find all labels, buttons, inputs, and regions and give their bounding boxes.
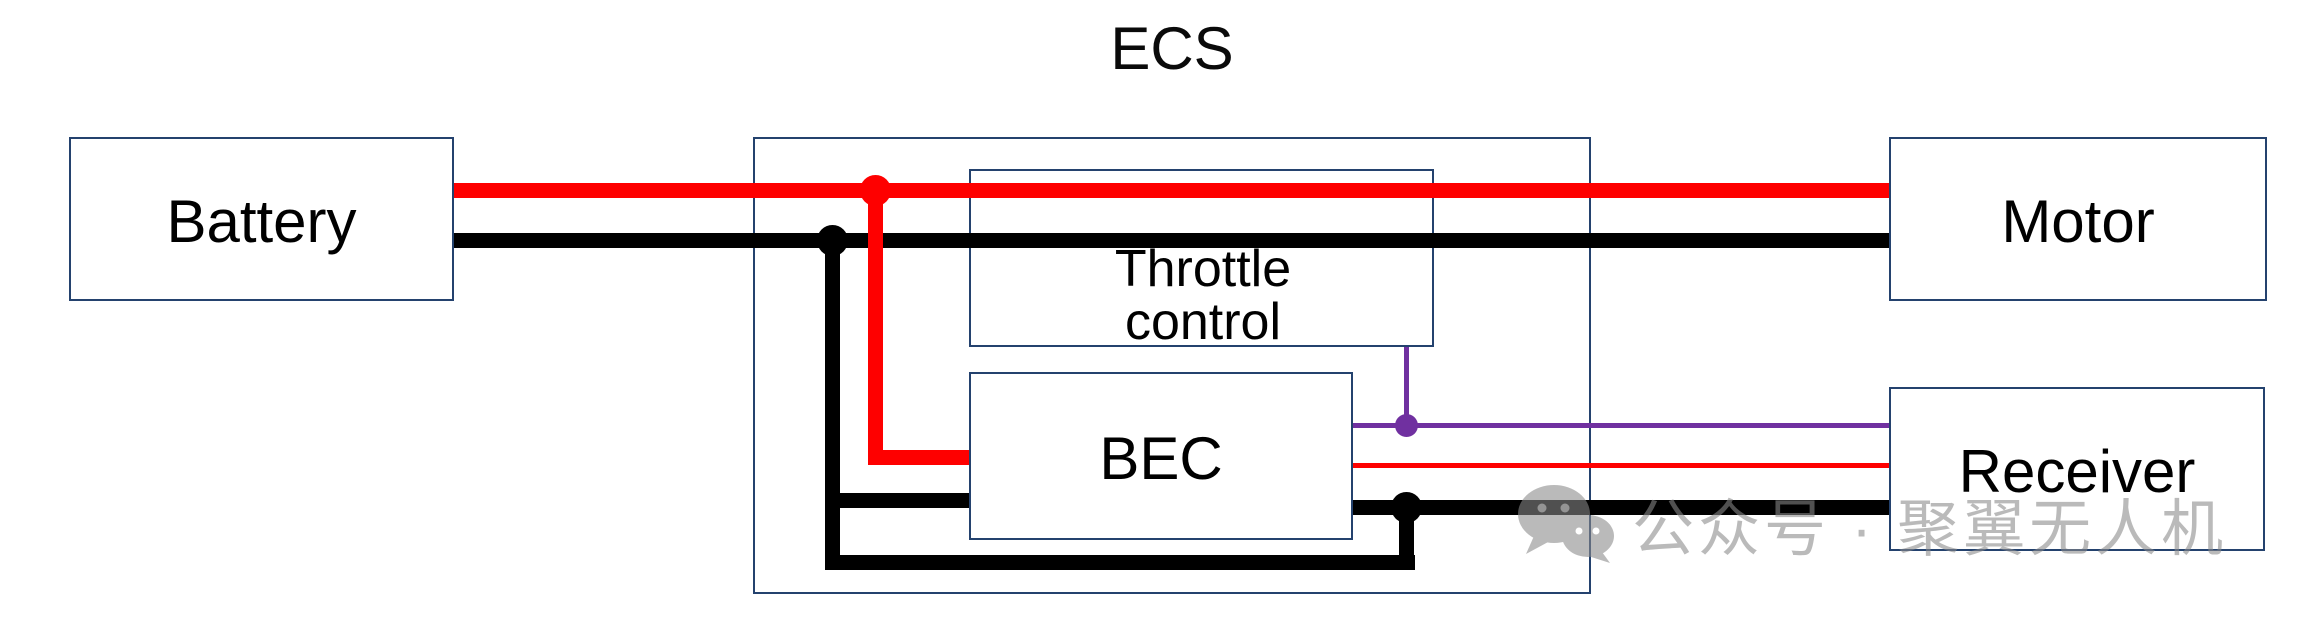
motor-box: Motor [1889, 137, 2267, 301]
bec-label: BEC [1099, 425, 1223, 492]
power-junction-dot [860, 175, 891, 206]
watermark: 公众号 · 聚翼无人机 [1516, 478, 2227, 568]
bec-box: BEC [969, 372, 1353, 540]
signal-wire-throttle-drop [1404, 347, 1409, 428]
receiver-box: Receiver [1889, 387, 2265, 551]
ground-wire-battery-motor [454, 233, 1889, 248]
wechat-icon [1518, 485, 1614, 563]
ground-junction-dot-receiver [1391, 492, 1422, 523]
signal-junction-dot [1395, 414, 1418, 437]
power-wire-battery-motor [454, 183, 1889, 198]
ground-wire-bec-receiver [1353, 500, 1889, 515]
ground-junction-dot [817, 225, 848, 256]
power-wire-bec-vertical [868, 183, 883, 465]
ground-wire-bec-vertical [825, 233, 840, 570]
signal-wire-receiver [1353, 423, 1889, 428]
diagram-title: ECS [1110, 15, 1234, 82]
throttle-control-label: Throttle control [1114, 240, 1292, 351]
bec-power-wire-receiver [1353, 463, 1889, 468]
watermark-text: 公众号 · 聚翼无人机 [1632, 495, 2228, 564]
battery-box: Battery [69, 137, 454, 301]
ground-wire-bec-branch [825, 493, 969, 508]
battery-label: Battery [166, 188, 357, 255]
ground-wire-bottom [825, 555, 1415, 570]
ecs-container-box [753, 137, 1591, 594]
motor-label: Motor [2001, 188, 2155, 255]
power-wire-bec-branch [868, 450, 969, 465]
throttle-control-box: Throttle control [969, 169, 1434, 351]
receiver-label: Receiver [1958, 438, 2196, 505]
